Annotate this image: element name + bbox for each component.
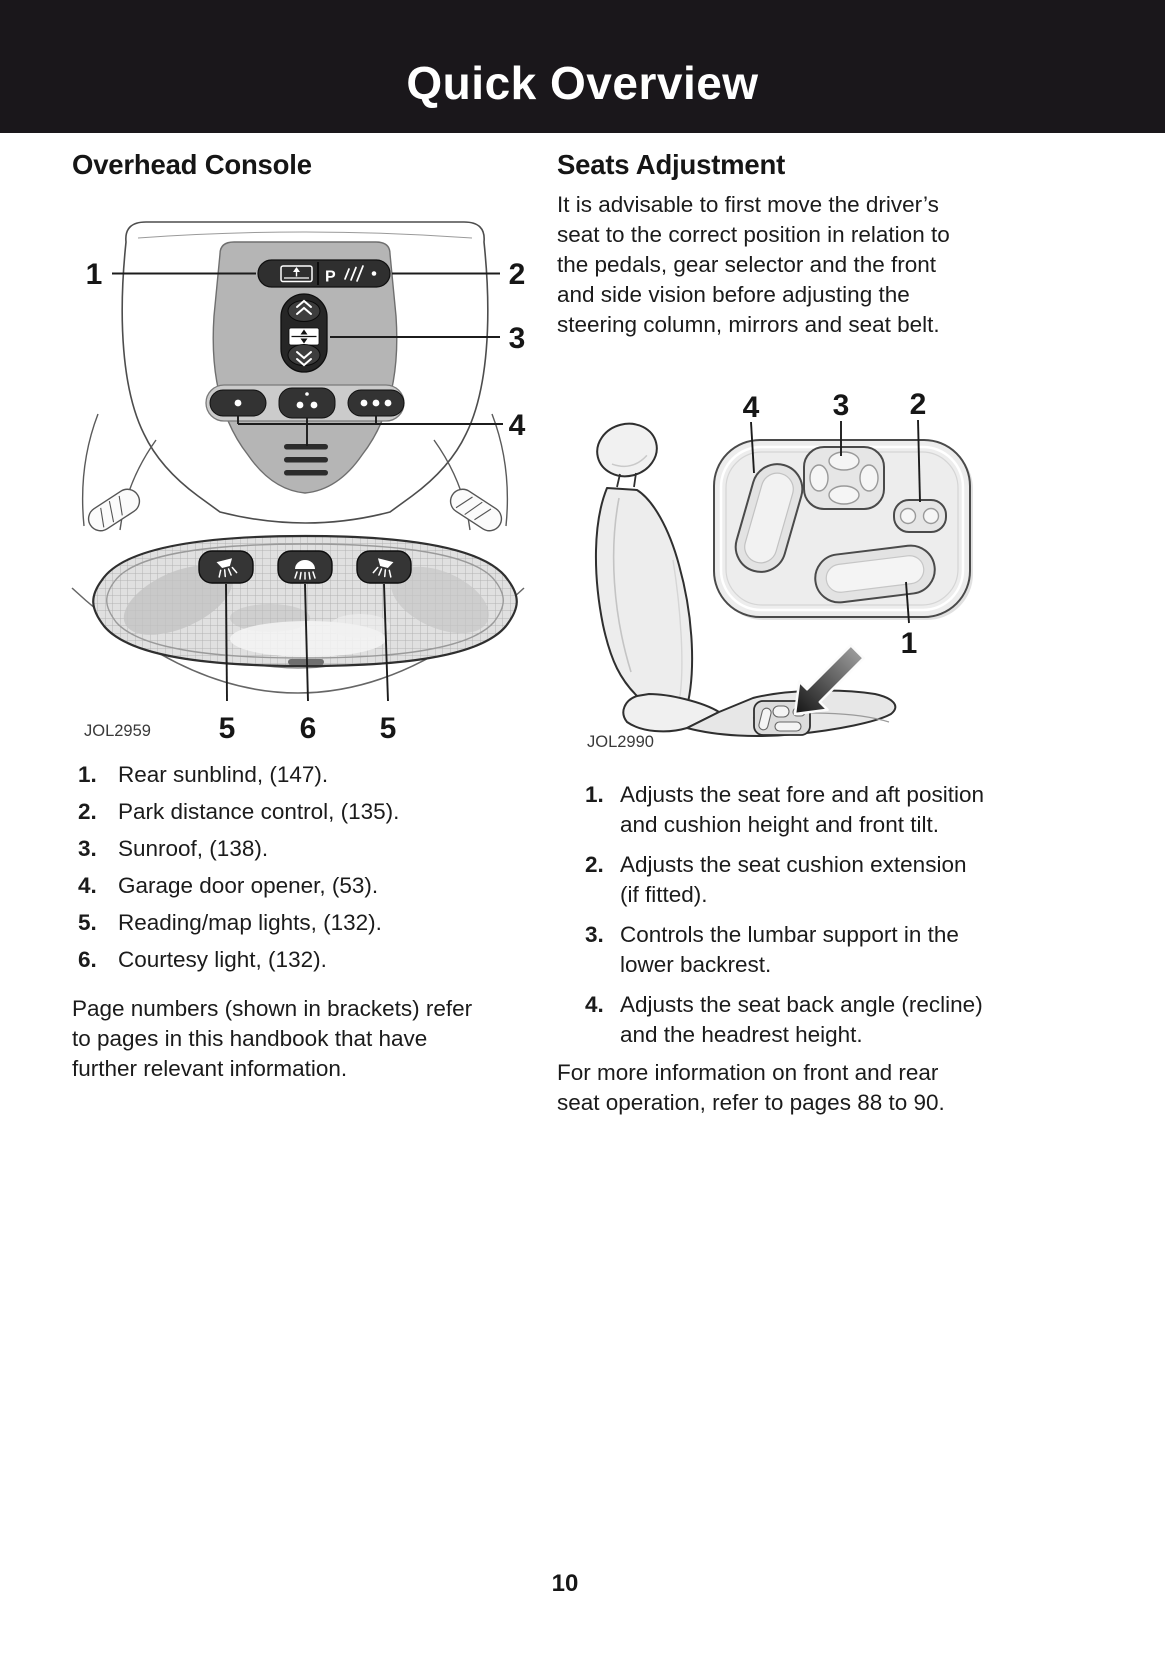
callout-number-5-right: 5 — [380, 712, 397, 745]
callout-number-4: 4 — [743, 391, 760, 424]
callout-number-5-left: 5 — [219, 712, 236, 745]
list-item-number: 1. — [78, 762, 97, 787]
recline-control — [734, 463, 804, 573]
side-wings — [81, 413, 509, 531]
list-item-text: Courtesy light, (132). — [118, 947, 327, 972]
page-header-bar: Quick Overview — [0, 0, 1165, 133]
list-item-text: Adjusts the seat fore and aft position a… — [620, 782, 984, 837]
right-heading: Seats Adjustment — [557, 149, 786, 180]
list-item-number: 3. — [585, 922, 604, 947]
figure-label-jol2990: JOL2990 — [587, 733, 654, 751]
zoom-arrow-icon — [793, 644, 865, 716]
list-item-text: Controls the lumbar support in the lower… — [620, 922, 959, 977]
speaker-ridges — [284, 444, 328, 476]
seats-adjustment-list: 1. Adjusts the seat fore and aft positio… — [557, 780, 1057, 1060]
reading-lamp-right-icon — [372, 558, 394, 578]
list-item-number: 4. — [78, 873, 97, 898]
list-item: 4. Adjusts the seat back angle (recline)… — [557, 990, 1057, 1050]
list-item: 1. Adjusts the seat fore and aft positio… — [557, 780, 1057, 840]
callout-number-3: 3 — [509, 322, 526, 355]
garage-door-opener-buttons — [205, 384, 405, 422]
figure-label-jol2959: JOL2959 — [84, 722, 151, 740]
list-item: 3. Controls the lumbar support in the lo… — [557, 920, 1057, 980]
list-item-number: 4. — [585, 992, 604, 1017]
left-note: Page numbers (shown in brackets) refer t… — [72, 996, 473, 1081]
list-item-text: Rear sunblind, (147). — [118, 762, 329, 787]
list-item-text: Park distance control, (135). — [118, 799, 400, 824]
seat-callout-lines — [750, 419, 921, 624]
callout-number-6: 6 — [300, 712, 317, 745]
lamp-lenses — [123, 565, 489, 657]
list-item-text: Adjusts the seat back angle (recline) an… — [620, 992, 983, 1047]
chevron-up-icon — [296, 299, 312, 315]
sunroof-open-button — [287, 300, 321, 322]
top-button-pill: P — [257, 259, 391, 288]
overhead-console-list: 1. Rear sunblind, (147). 2. Park distanc… — [72, 760, 532, 982]
chevron-down-icon — [296, 351, 312, 367]
list-item-text: Garage door opener, (53). — [118, 873, 379, 898]
figure-overhead-console: P — [71, 221, 526, 745]
lumbar-control — [803, 446, 885, 510]
right-vent — [449, 488, 503, 532]
rear-sunblind-icon — [280, 265, 313, 283]
callout-number-1: 1 — [901, 627, 918, 660]
seat-backrest — [594, 487, 694, 715]
figure-seat-adjustment: 4 3 2 1 JOL2990 — [587, 388, 973, 751]
list-item-number: 2. — [585, 852, 604, 877]
list-item: 3. Sunroof, (138). — [72, 834, 532, 864]
seat-controls-inset-panel — [713, 439, 973, 620]
park-distance-led — [371, 271, 377, 276]
callout-number-4: 4 — [509, 409, 526, 442]
sunroof-control — [280, 293, 328, 373]
left-column: Overhead Console 1. Rear sunblind, (147)… — [72, 148, 532, 1081]
list-item: 5. Reading/map lights, (132). — [72, 908, 532, 938]
headrest-stem — [616, 472, 637, 488]
list-item-number: 3. — [78, 836, 97, 861]
cluster-slot — [288, 659, 324, 665]
seat-headrest — [596, 422, 658, 478]
seat-side-view — [594, 422, 897, 737]
fore-aft-control — [814, 544, 936, 604]
right-note: For more information on front and rear s… — [557, 1060, 945, 1115]
callout-number-3: 3 — [833, 389, 850, 422]
housing-trim-line — [137, 231, 473, 239]
list-item: 6. Courtesy light, (132). — [72, 945, 532, 975]
list-item: 2. Park distance control, (135). — [72, 797, 532, 827]
list-item-text: Sunroof, (138). — [118, 836, 269, 861]
sunroof-close-button — [287, 344, 321, 366]
seats-intro-paragraph: It is advisable to first move the driver… — [557, 192, 950, 337]
list-item-number: 5. — [78, 910, 97, 935]
list-item-text: Adjusts the seat cushion extension (if f… — [620, 852, 967, 907]
callout-number-1: 1 — [86, 258, 103, 291]
list-item-number: 1. — [585, 782, 604, 807]
list-item-number: 6. — [78, 947, 97, 972]
callout-number-2: 2 — [509, 258, 526, 291]
seat-cushion — [622, 693, 720, 733]
list-item-number: 2. — [78, 799, 97, 824]
list-item: 1. Rear sunblind, (147). — [72, 760, 532, 790]
callout-number-2: 2 — [910, 388, 927, 421]
list-item-text: Reading/map lights, (132). — [118, 910, 382, 935]
cushion-extension-control — [893, 499, 947, 533]
list-item: 2. Adjusts the seat cushion extension (i… — [557, 850, 1057, 910]
sunroof-tilt-icon — [288, 327, 320, 346]
courtesy-light-icon — [294, 560, 316, 580]
park-distance-icon: P — [325, 265, 377, 286]
right-column: Seats Adjustment It is advisable to firs… — [557, 148, 1057, 1115]
left-heading: Overhead Console — [72, 149, 312, 180]
page-number: 10 — [551, 1570, 579, 1597]
console-callout-lines — [112, 272, 503, 702]
svg-text:P: P — [325, 269, 336, 286]
reading-lamp-left-icon — [216, 558, 238, 578]
left-vent — [87, 488, 141, 532]
page-title: Quick Overview — [406, 57, 759, 109]
list-item: 4. Garage door opener, (53). — [72, 871, 532, 901]
